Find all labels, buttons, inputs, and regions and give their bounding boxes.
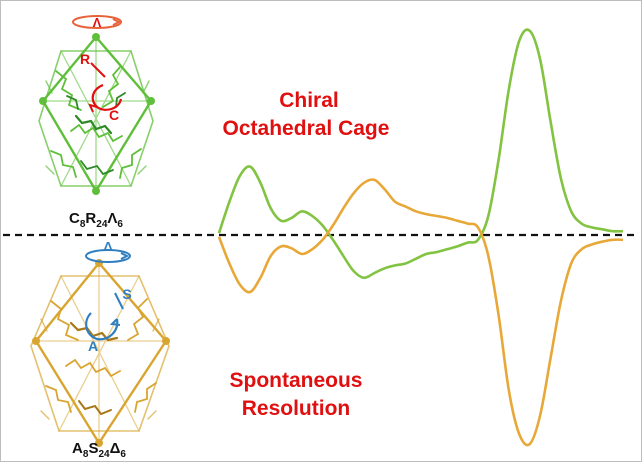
- formula-c-sub: 8: [80, 219, 86, 230]
- top-rotation-label: Λ: [93, 15, 102, 30]
- delta-rotation-ring: [85, 249, 131, 263]
- formula-lambda-sub: 6: [117, 219, 123, 230]
- subtitle-line-2: Resolution: [242, 397, 351, 420]
- title-line-2: Octahedral Cage: [223, 117, 390, 140]
- top-outer-label: R: [80, 51, 90, 67]
- chirality-arrow-r: [90, 62, 106, 78]
- formula-a: A: [72, 440, 83, 457]
- top-inner-label: C: [109, 107, 119, 123]
- subtitle-line-1: Spontaneous: [229, 369, 362, 392]
- formula-delta-sub: 6: [120, 449, 126, 460]
- cd-curve-series-2: [217, 178, 624, 447]
- cd-spectra-plot: [217, 28, 624, 447]
- formula-r: R: [85, 210, 96, 227]
- bottom-cage-arrows: [85, 249, 131, 341]
- cd-curve-series-1: [217, 28, 624, 280]
- formula-s: S: [88, 440, 98, 457]
- bottom-cage-formula: A8S24Δ6: [72, 440, 126, 460]
- formula-delta: Δ: [110, 440, 121, 457]
- chirality-arrow-s: [114, 292, 124, 310]
- bottom-rotation-label: Δ: [103, 239, 112, 254]
- top-cage-formula: C8R24Λ6: [69, 210, 123, 230]
- bottom-inner-label: A: [88, 338, 98, 354]
- formula-lambda: Λ: [107, 210, 117, 227]
- formula-a-sub: 8: [83, 449, 89, 460]
- top-cage-illustration: [38, 33, 155, 195]
- formula-s-sub: 24: [98, 449, 110, 460]
- bottom-cage-illustration: [30, 259, 170, 447]
- bottom-outer-label: S: [122, 286, 131, 302]
- title-line-1: Chiral: [279, 89, 339, 112]
- top-cage-arrows: [72, 15, 123, 113]
- formula-c: C: [69, 210, 80, 227]
- chirality-arrow-a: [85, 312, 119, 341]
- formula-r-sub: 24: [96, 219, 108, 230]
